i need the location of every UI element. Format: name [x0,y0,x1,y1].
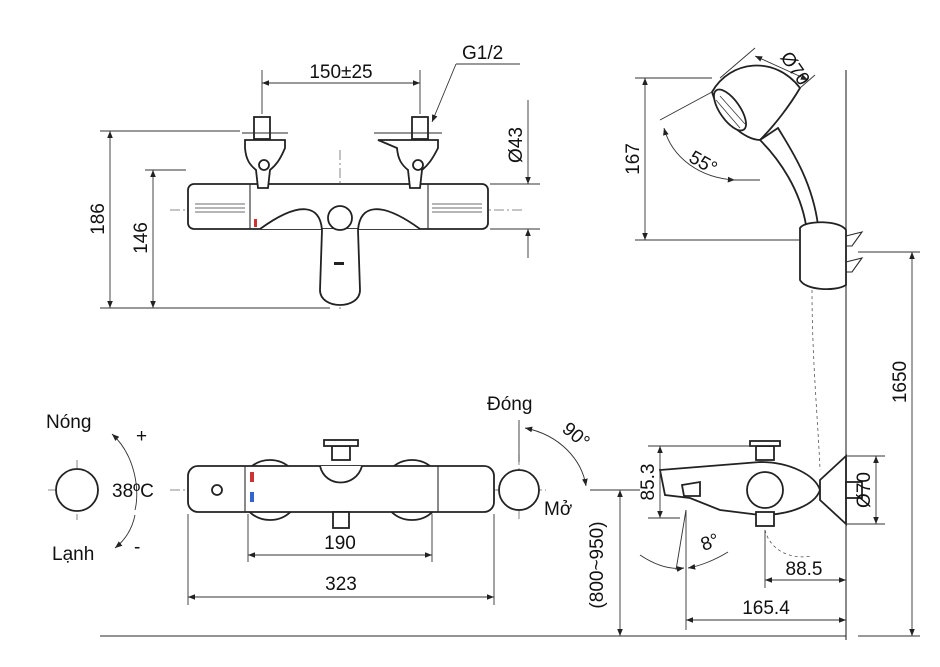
dim-body-height: 146 [131,222,152,254]
dim-handle-rotation: 90° [558,419,594,454]
dim-spout-reach-2: 165.4 [742,598,790,619]
label-minus: - [134,537,140,558]
dim-outlet-diameter: Ø43 [506,127,527,163]
dim-spout-reach-1: 88.5 [786,559,823,580]
dim-handshower-height: 167 [623,143,644,175]
side-view: Ø70 167 55° 1650 [623,47,920,640]
dim-overall-width: 323 [325,574,357,595]
dim-wall-flange-diameter: Ø70 [854,472,875,508]
label-temperature: 38ºC [112,481,154,502]
dim-total-height: 186 [88,203,109,235]
dim-thread: G1/2 [462,43,503,64]
dim-outlet-height: 85.3 [638,464,659,501]
diverter-handle-view: Đóng 90° Mở [487,394,593,520]
front-view: 150±25 G1/2 Ø43 186 146 [88,43,540,310]
dim-handshower-angle: 55° [685,147,720,180]
temperature-handle-view: Nóng + 38ºC Lạnh - [46,412,154,565]
label-open: Mở [544,499,572,520]
label-hot: Nóng [46,412,91,433]
dim-spacing: 150±25 [309,62,372,83]
label-plus: + [136,426,147,447]
side-profile-view: 85.3 Ø70 8° (800~950) 88.5 165.4 [587,440,885,637]
label-close: Đóng [487,394,532,415]
dim-inlet-spacing: 190 [324,533,356,554]
label-cold: Lạnh [52,544,94,565]
dim-mount-height: (800~950) [587,521,608,608]
dim-spout-tilt: 8° [698,530,722,556]
dim-install-height: 1650 [890,361,911,403]
top-view: 190 323 [170,439,510,605]
